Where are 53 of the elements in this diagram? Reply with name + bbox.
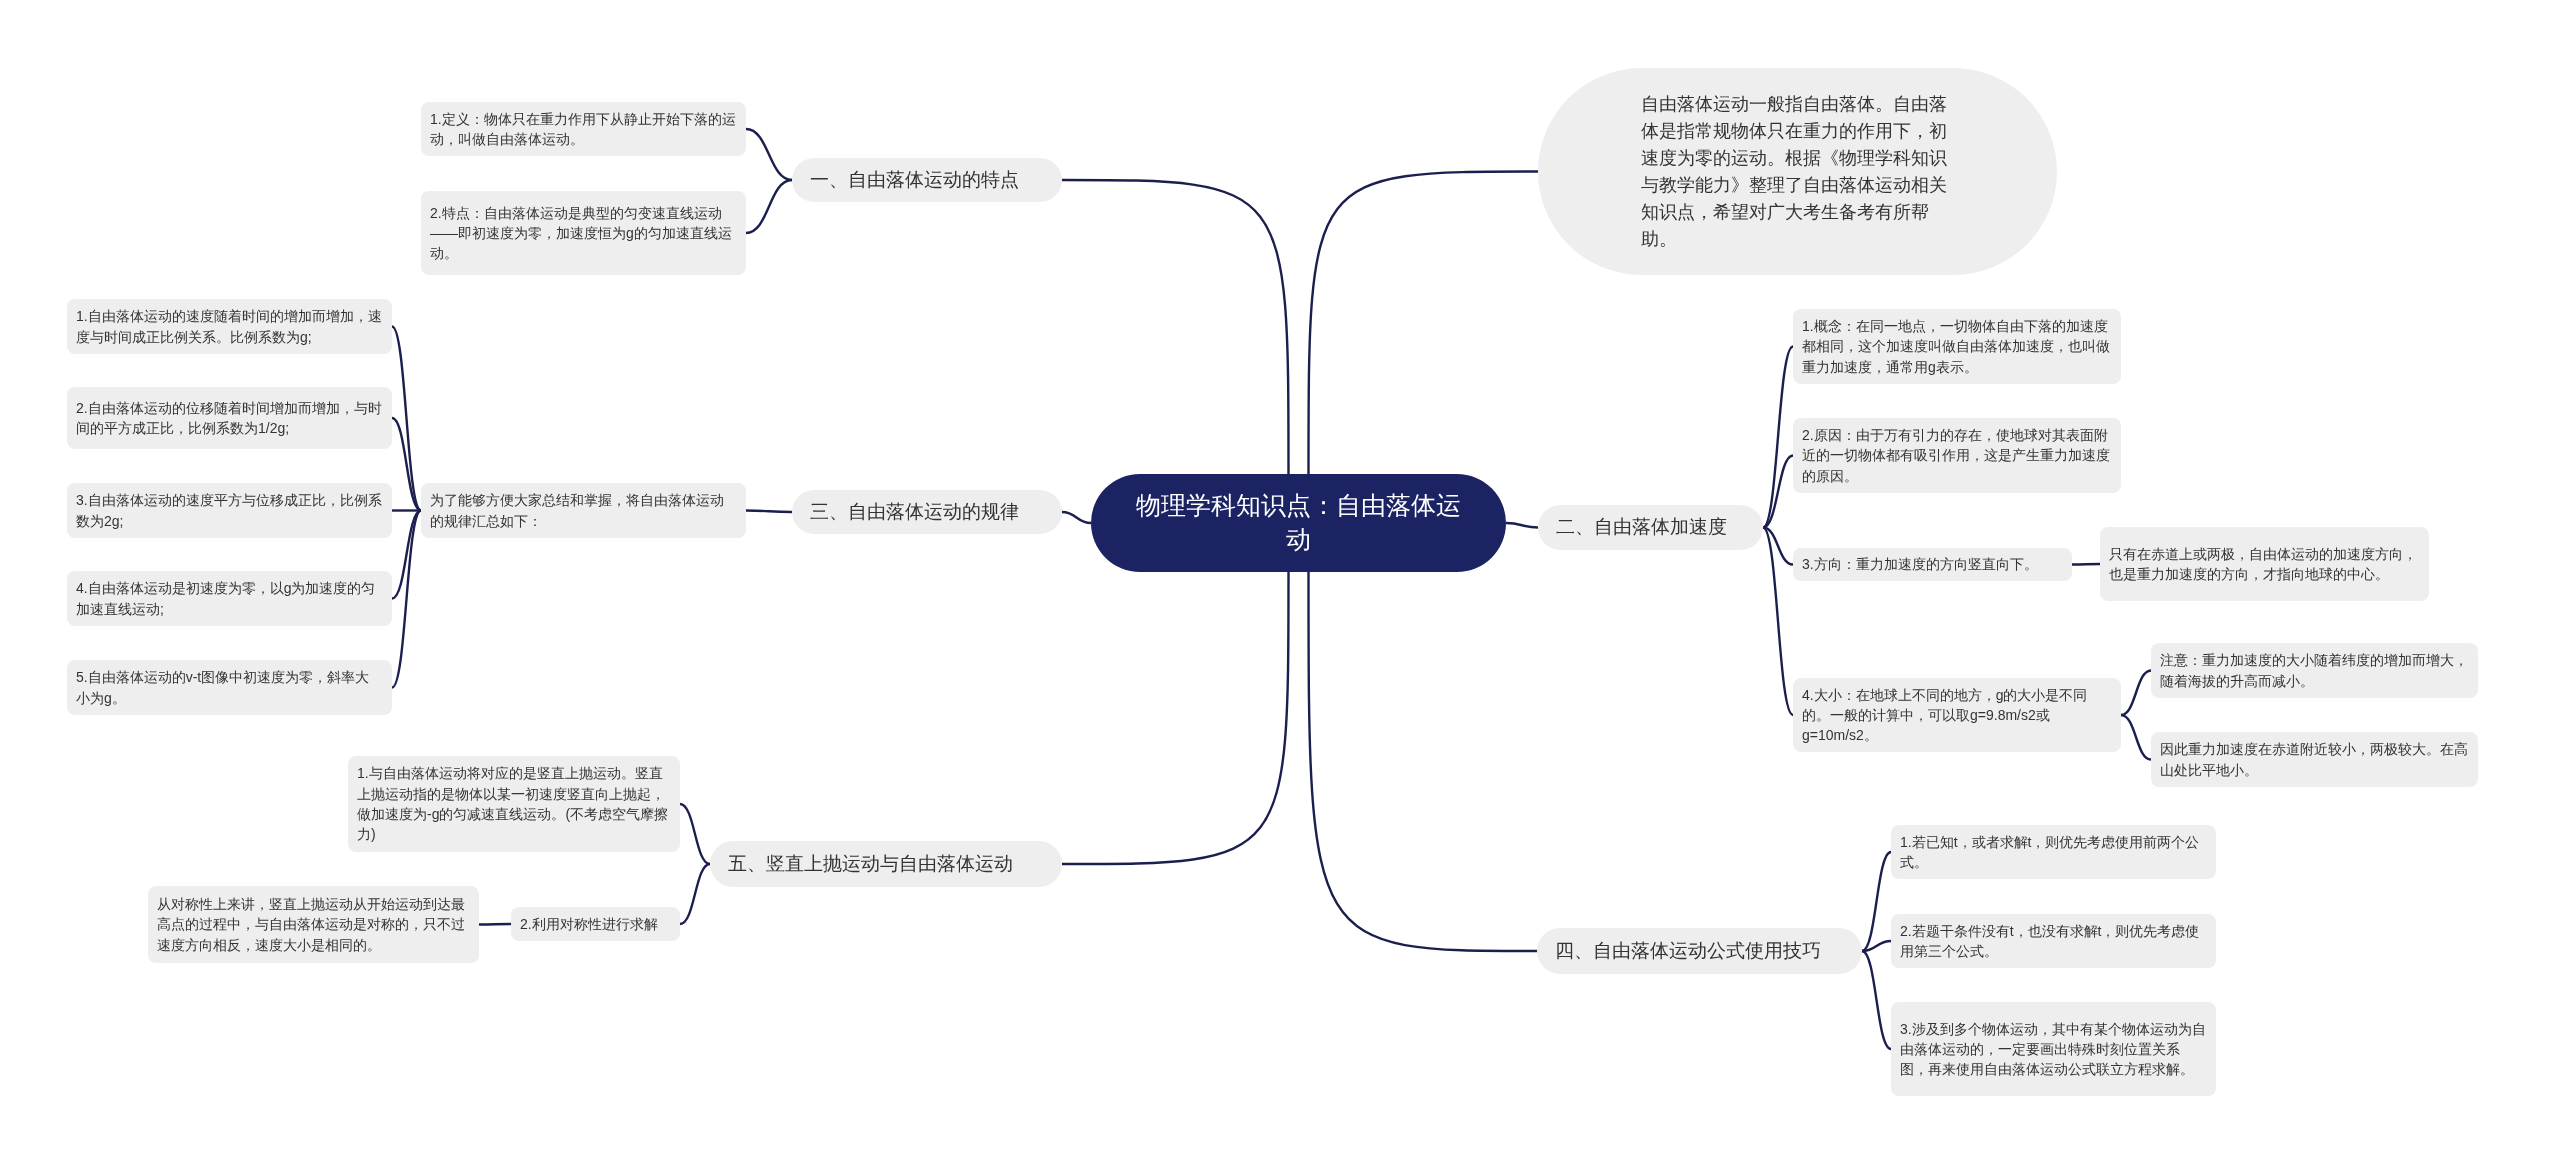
connector-line bbox=[745, 178, 793, 235]
note-box: 因此重力加速度在赤道附近较小，两极较大。在高山处比平地小。 bbox=[2151, 732, 2478, 787]
note-box: 3.涉及到多个物体运动，其中有某个物体运动为自由落体运动的，一定要画出特殊时刻位置关系图，再来使用自由落体运动公式联立方程求解。 bbox=[1891, 1002, 2216, 1096]
connector-line bbox=[679, 802, 711, 866]
note-box: 只有在赤道上或两极，自由体运动的加速度方向，也是重力加速度的方向，才指向地球的中心。 bbox=[2100, 527, 2429, 601]
connector-line bbox=[391, 509, 422, 689]
connector-line bbox=[1762, 526, 1794, 716]
branch-topic: 四、自由落体运动公式使用技巧 bbox=[1537, 928, 1862, 974]
note-box: 4.大小：在地球上不同的地方，g的大小是不同的。一般的计算中，可以取g=9.8m/s2或g=10m/s2。 bbox=[1793, 678, 2121, 752]
connector-line bbox=[391, 416, 422, 512]
note-box: 5.自由落体运动的v-t图像中初速度为零，斜率大小为g。 bbox=[67, 660, 392, 715]
note-box: 2.特点：自由落体运动是典型的匀变速直线运动——即初速度为零，加速度恒为g的匀加速直线运动。 bbox=[421, 191, 746, 275]
connector-line bbox=[392, 509, 421, 512]
note-box: 3.方向：重力加速度的方向竖直向下。 bbox=[1793, 548, 2072, 581]
connector-line bbox=[1762, 526, 1794, 566]
branch-topic: 三、自由落体运动的规律 bbox=[792, 490, 1062, 534]
branch-topic: 一、自由落体运动的特点 bbox=[792, 158, 1062, 202]
connector-line bbox=[1762, 345, 1794, 529]
central-topic: 物理学科知识点：自由落体运动 bbox=[1091, 474, 1506, 572]
connector-line bbox=[746, 509, 792, 514]
note-box: 2.若题干条件没有t，也没有求解t，则优先考虑使用第三个公式。 bbox=[1891, 914, 2216, 968]
branch-topic: 二、自由落体加速度 bbox=[1538, 505, 1763, 550]
connector-line bbox=[1061, 510, 1092, 525]
note-box: 1.概念：在同一地点，一切物体自由下落的加速度都相同，这个加速度叫做自由落体加速度，也叫做重力加速度，通常用g表示。 bbox=[1793, 309, 2121, 384]
note-box: 从对称性上来讲，竖直上抛运动从开始运动到达最高点的过程中，与自由落体运动是对称的，只不过速度方向相反，速度大小是相同的。 bbox=[148, 886, 479, 963]
note-box: 1.与自由落体运动将对应的是竖直上抛运动。竖直上抛运动指的是物体以某一初速度竖直向上抛起，做加速度为-g的匀减速直线运动。(不考虑空气摩擦力) bbox=[348, 756, 680, 852]
note-box: 4.自由落体运动是初速度为零，以g为加速度的匀加速直线运动; bbox=[67, 571, 392, 626]
note-box: 2.原因：由于万有引力的存在，使地球对其表面附近的一切物体都有吸引作用，这是产生重力加速度的原因。 bbox=[1793, 418, 2121, 493]
note-box: 3.自由落体运动的速度平方与位移成正比，比例系数为2g; bbox=[67, 483, 392, 538]
connector-line bbox=[745, 127, 793, 182]
note-box: 注意：重力加速度的大小随着纬度的增加而增大，随着海拔的升高而减小。 bbox=[2151, 643, 2478, 698]
connector-line bbox=[1307, 572, 1537, 953]
connector-line bbox=[391, 509, 422, 600]
connector-line bbox=[1062, 572, 1290, 866]
connector-line bbox=[1505, 521, 1539, 529]
note-box: 2.自由落体运动的位移随着时间增加而增加，与时间的平方成正比，比例系数为1/2g; bbox=[67, 387, 392, 449]
connector-line bbox=[1861, 850, 1892, 953]
branch-topic: 五、竖直上抛运动与自由落体运动 bbox=[710, 841, 1062, 887]
note-box: 2.利用对称性进行求解 bbox=[511, 907, 680, 941]
connector-line bbox=[679, 862, 711, 926]
connector-line bbox=[479, 922, 511, 926]
connector-line bbox=[2120, 669, 2152, 717]
connector-line bbox=[391, 325, 422, 512]
connector-line bbox=[1861, 949, 1892, 1051]
intro-bubble: 自由落体运动一般指自由落体。自由落体是指常规物体只在重力的作用下，初速度为零的运动。根据《物理学科知识与教学能力》整理了自由落体运动相关知识点，希望对广大考生备考有所帮助。 bbox=[1538, 68, 2057, 275]
connector-line bbox=[1307, 170, 1538, 474]
note-box: 1.若已知t，或者求解t，则优先考虑使用前两个公式。 bbox=[1891, 825, 2216, 879]
note-box: 1.自由落体运动的速度随着时间的增加而增加，速度与时间成正比例关系。比例系数为g; bbox=[67, 299, 392, 354]
connector-line bbox=[2120, 713, 2152, 761]
connector-line bbox=[2072, 562, 2100, 566]
connector-line bbox=[1062, 178, 1290, 474]
note-box: 1.定义：物体只在重力作用下从静止开始下落的运动，叫做自由落体运动。 bbox=[421, 102, 746, 156]
note-box: 为了能够方便大家总结和掌握，将自由落体运动的规律汇总如下： bbox=[421, 483, 746, 538]
